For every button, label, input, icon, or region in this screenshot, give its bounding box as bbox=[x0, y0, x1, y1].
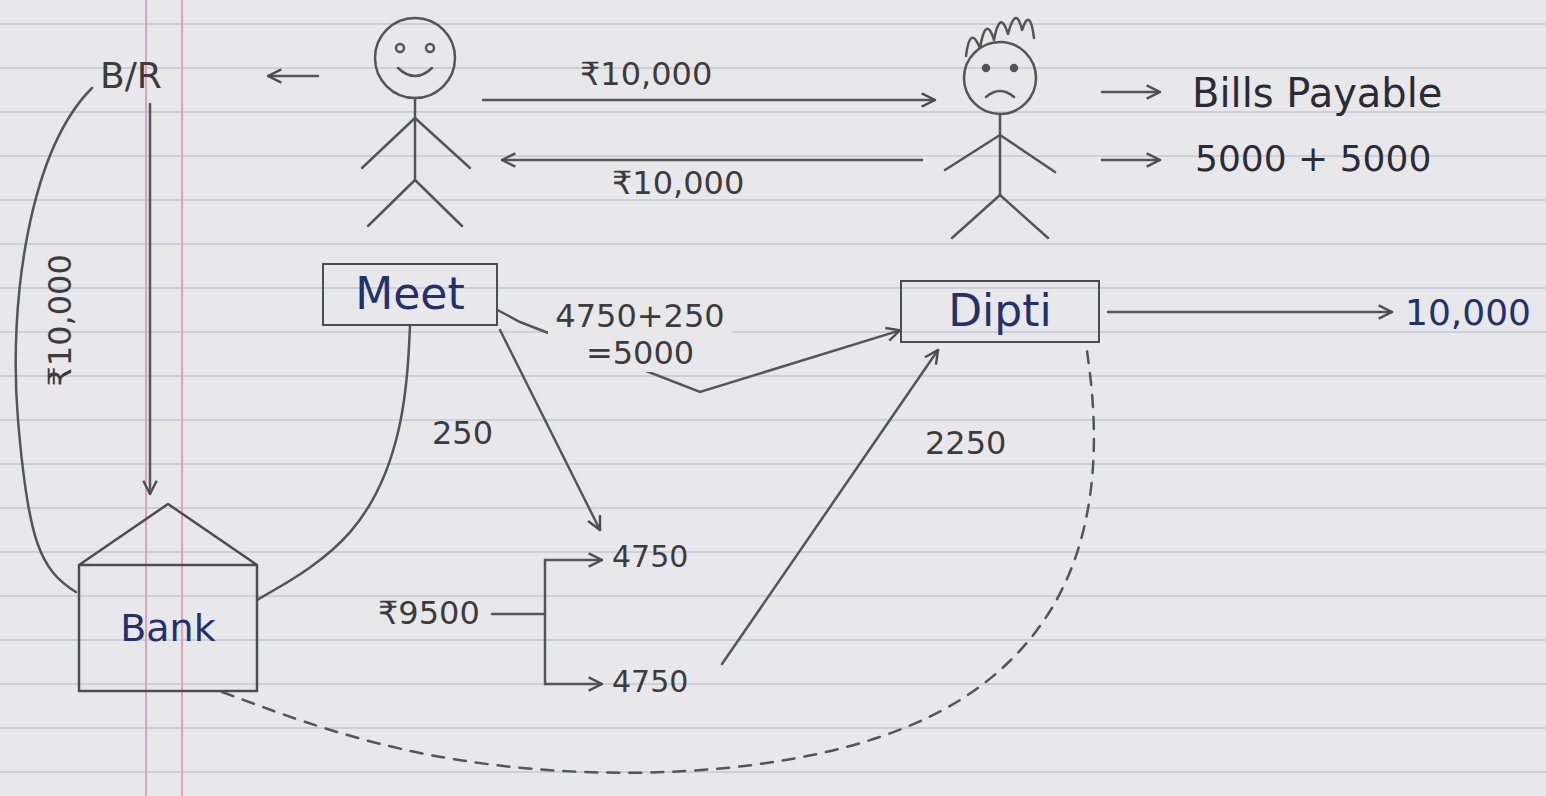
note-label: 5000 + 5000 bbox=[1195, 138, 1431, 179]
stick-arms bbox=[362, 118, 470, 168]
note-label: 5000 + 5000 bbox=[1195, 138, 1431, 179]
payment-arrow bbox=[483, 99, 935, 102]
note-label: Bills Payable bbox=[1192, 70, 1442, 116]
curve-line bbox=[16, 88, 92, 592]
amount-label: 4750 bbox=[612, 540, 688, 575]
sad-face bbox=[964, 42, 1036, 114]
ruled-line bbox=[0, 243, 1546, 245]
pointer-arrow bbox=[1102, 91, 1160, 94]
ruled-line bbox=[0, 595, 1546, 597]
ruled-line bbox=[0, 287, 1546, 289]
name-box: Meet bbox=[322, 263, 498, 326]
ruled-line bbox=[0, 727, 1546, 729]
stick-body bbox=[414, 98, 417, 180]
amount-label: 4750 bbox=[612, 665, 688, 700]
node-name: Bank bbox=[120, 607, 215, 651]
side-label: B/R bbox=[100, 55, 162, 96]
connector-line bbox=[258, 326, 410, 599]
amount-label: 10,000 bbox=[1405, 292, 1531, 333]
ruled-line bbox=[0, 331, 1546, 333]
split-bracket bbox=[492, 613, 545, 616]
ruled-line bbox=[0, 375, 1546, 377]
amount-label: ₹10,000 bbox=[42, 254, 79, 386]
smile bbox=[398, 68, 432, 76]
split-arrow bbox=[545, 559, 602, 562]
split-arrow bbox=[545, 683, 602, 686]
leader-arrow bbox=[722, 350, 938, 664]
frown bbox=[986, 91, 1014, 97]
ruled-line bbox=[0, 67, 1546, 69]
bank-house: Bank bbox=[78, 503, 258, 692]
amount-label: 2250 bbox=[925, 425, 1006, 462]
margin-line bbox=[145, 0, 147, 796]
ruled-line bbox=[0, 463, 1546, 465]
note-label: Bills Payable bbox=[1192, 70, 1442, 116]
amount-label: 4750 bbox=[612, 665, 688, 700]
stick-body bbox=[999, 114, 1002, 195]
amount-label: 250 bbox=[432, 415, 493, 452]
happy-face bbox=[375, 18, 455, 98]
amount-label: ₹10,000 bbox=[612, 165, 744, 202]
pointer-arrow bbox=[268, 75, 318, 78]
amount-label: ₹9500 bbox=[378, 595, 480, 632]
edge-label: 4750+250 =5000 bbox=[552, 298, 728, 372]
ruled-line bbox=[0, 507, 1546, 509]
eye bbox=[426, 44, 434, 52]
ruled-line bbox=[0, 23, 1546, 25]
amount-label: ₹10,000 bbox=[580, 56, 712, 93]
eye bbox=[983, 65, 989, 71]
stick-arms bbox=[945, 135, 1055, 172]
house-outline bbox=[78, 503, 258, 692]
margin-line bbox=[181, 0, 183, 796]
dashed-connector bbox=[222, 343, 1094, 773]
ruled-line bbox=[0, 551, 1546, 553]
ruled-line bbox=[0, 771, 1546, 773]
eye bbox=[396, 44, 404, 52]
amount-label: 4750 bbox=[612, 540, 688, 575]
edge-label: 4750+250 =5000 bbox=[548, 298, 732, 372]
amount-label: ₹10,000 bbox=[580, 56, 712, 93]
down-arrow bbox=[149, 104, 152, 494]
eye bbox=[1011, 65, 1017, 71]
stick-legs bbox=[368, 180, 462, 226]
side-label: B/R bbox=[100, 55, 162, 96]
node-name: Dipti bbox=[948, 286, 1052, 337]
split-bracket bbox=[544, 560, 547, 684]
ruled-line bbox=[0, 683, 1546, 685]
name-box: Dipti bbox=[900, 280, 1100, 343]
ruled-line bbox=[0, 639, 1546, 641]
house-outline bbox=[79, 504, 257, 691]
payment-arrow bbox=[502, 159, 922, 162]
stick-legs bbox=[952, 195, 1048, 238]
amount-label: 2250 bbox=[925, 425, 1006, 462]
ruled-line bbox=[0, 199, 1546, 201]
amount-label: ₹9500 bbox=[378, 595, 480, 632]
amount-label: ₹10,000 bbox=[42, 254, 79, 386]
pointer-arrow bbox=[1102, 159, 1160, 162]
node-name: Meet bbox=[355, 269, 464, 320]
amount-label: 250 bbox=[432, 415, 493, 452]
amount-label: ₹10,000 bbox=[612, 165, 744, 202]
amount-label: 10,000 bbox=[1405, 292, 1531, 333]
result-arrow bbox=[1108, 311, 1392, 314]
ruled-line bbox=[0, 419, 1546, 421]
